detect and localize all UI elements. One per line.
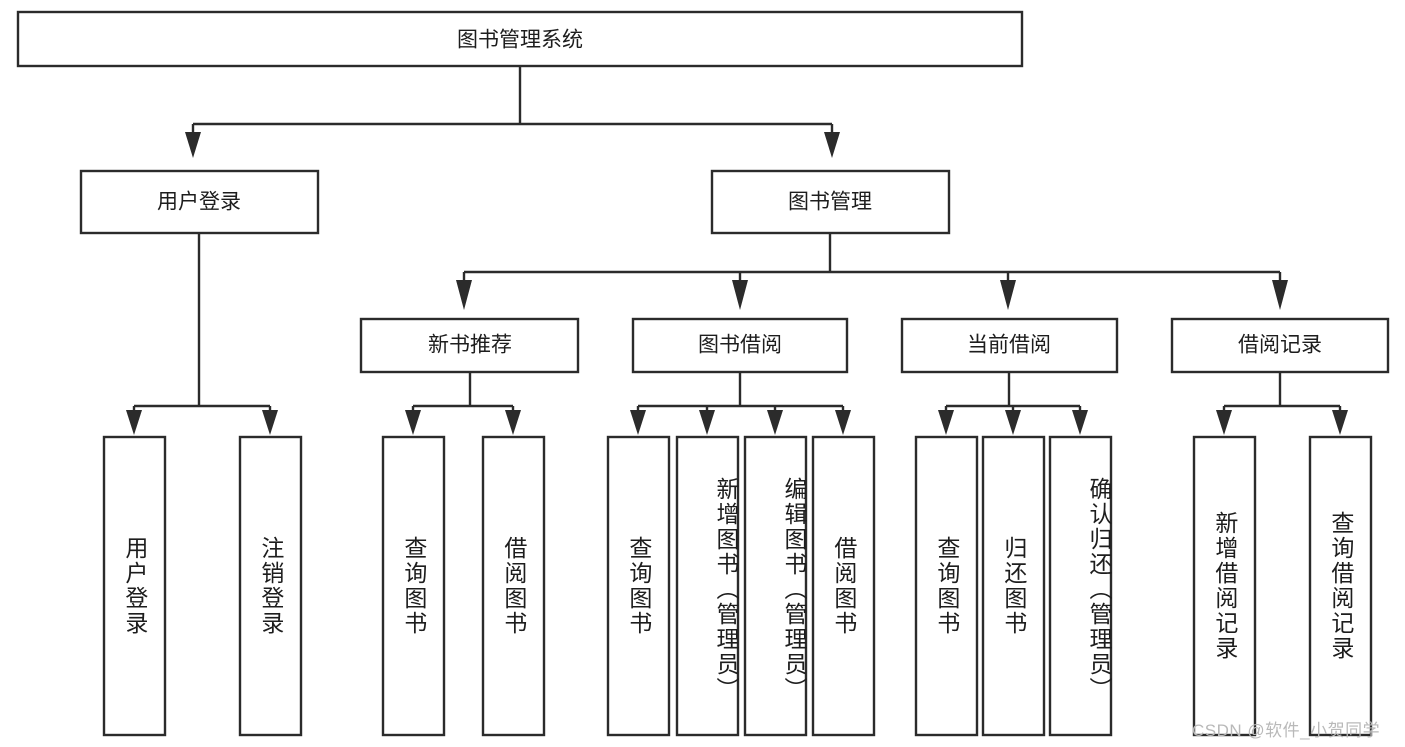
arrowhead-cb-leaf-3 xyxy=(1072,410,1088,435)
node-user-login-label: 用户登录 xyxy=(157,191,241,214)
arrowhead-to-book-borrow xyxy=(732,280,748,310)
arrowhead-bb-leaf-4 xyxy=(835,410,851,435)
leaf-box-user-login[interactable] xyxy=(102,435,167,737)
arrowhead-br-leaf-1 xyxy=(1216,410,1232,435)
leaf-box-nb-borrow-book[interactable] xyxy=(481,435,546,737)
leaf-box-cb-query-book[interactable] xyxy=(914,435,979,737)
arrowhead-to-user-login xyxy=(185,132,201,158)
leaf-box-logout[interactable] xyxy=(238,435,303,737)
arrowhead-user-login-leaf xyxy=(126,410,142,435)
leaf-box-bb-borrow-book[interactable] xyxy=(811,435,876,737)
leaf-box-br-add-record[interactable] xyxy=(1192,435,1257,737)
node-borrow-record-label: 借阅记录 xyxy=(1238,334,1322,357)
arrowhead-to-current-borrow xyxy=(1000,280,1016,310)
arrowhead-bb-leaf-3 xyxy=(767,410,783,435)
leaf-box-br-query-record[interactable] xyxy=(1308,435,1373,737)
arrowhead-br-leaf-2 xyxy=(1332,410,1348,435)
arrowhead-cb-leaf-2 xyxy=(1005,410,1021,435)
node-new-book-box[interactable] xyxy=(359,317,580,374)
leaf-box-bb-query-book[interactable] xyxy=(606,435,671,737)
arrowhead-bb-leaf-2 xyxy=(699,410,715,435)
node-book-manage-label: 图书管理 xyxy=(788,191,872,214)
arrowhead-to-book-manage xyxy=(824,132,840,158)
arrowhead-nb-leaf-1 xyxy=(405,410,421,435)
csdn-watermark: CSDN @软件_小贺同学 xyxy=(1192,721,1381,740)
node-book-borrow-box[interactable] xyxy=(631,317,849,374)
arrowhead-logout-leaf xyxy=(262,410,278,435)
leaf-box-cb-return-book[interactable] xyxy=(981,435,1046,737)
node-root-box[interactable] xyxy=(16,10,1024,68)
node-borrow-record-box[interactable] xyxy=(1170,317,1390,374)
node-current-borrow-box[interactable] xyxy=(900,317,1119,374)
arrowhead-bb-leaf-1 xyxy=(630,410,646,435)
arrowhead-nb-leaf-2 xyxy=(505,410,521,435)
node-root-label: 图书管理系统 xyxy=(457,29,583,52)
node-current-borrow-label: 当前借阅 xyxy=(967,334,1051,357)
leaf-box-bb-edit-book[interactable] xyxy=(743,435,808,737)
leaf-box-nb-query-book[interactable] xyxy=(381,435,446,737)
node-book-manage-box[interactable] xyxy=(710,169,951,235)
leaf-box-cb-confirm-return[interactable] xyxy=(1048,435,1113,737)
arrowhead-to-new-book xyxy=(456,280,472,310)
arrowhead-to-borrow-record xyxy=(1272,280,1288,310)
arrowhead-cb-leaf-1 xyxy=(938,410,954,435)
node-new-book-label: 新书推荐 xyxy=(428,334,512,357)
leaf-box-bb-add-book[interactable] xyxy=(675,435,740,737)
node-book-borrow-label: 图书借阅 xyxy=(698,334,782,357)
